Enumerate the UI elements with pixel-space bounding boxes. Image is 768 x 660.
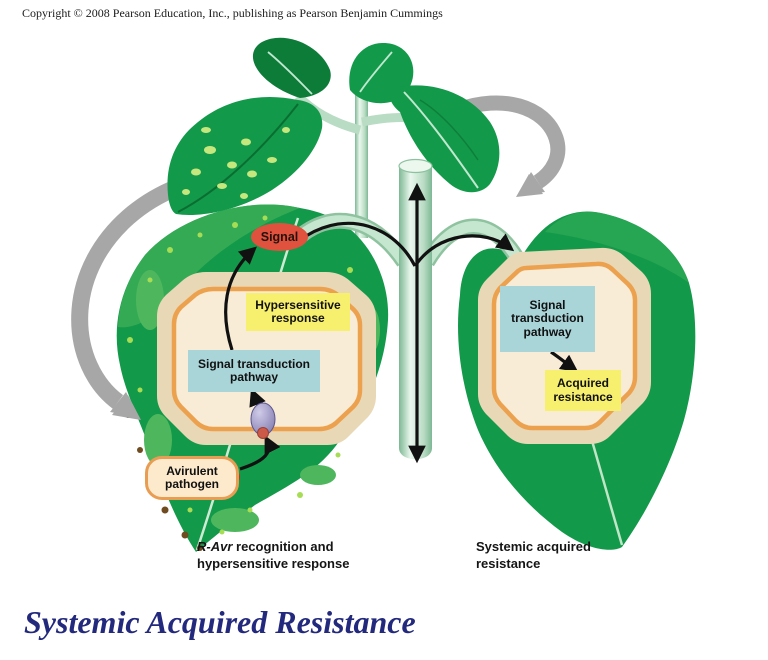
caption-left-line2: hypersensitive response xyxy=(197,555,350,571)
top-leaves-graphic xyxy=(167,37,500,215)
page-title: Systemic Acquired Resistance xyxy=(24,604,416,640)
receptor-icon xyxy=(250,402,276,439)
caption-right: Systemic acquired resistance xyxy=(476,539,656,573)
copyright-text: Copyright © 2008 Pearson Education, Inc.… xyxy=(22,6,443,20)
caption-right-line2: resistance xyxy=(476,555,541,571)
plant-illustration xyxy=(71,37,696,552)
signal-transduction-pathway-right-label: Signal transduction pathway xyxy=(500,286,595,352)
acquired-resistance-label: Acquired resistance xyxy=(545,370,621,411)
hypersensitive-response-label: Hypersensitive response xyxy=(246,293,350,331)
caption-left-line1: R-Avr recognition and xyxy=(197,539,334,554)
signal-label: Signal xyxy=(251,223,308,251)
caption-left: R-Avr recognition and hypersensitive res… xyxy=(197,539,377,573)
signal-path-arrows xyxy=(224,182,579,471)
caption-right-line1: Systemic acquired xyxy=(476,539,591,554)
signal-transduction-pathway-left-label: Signal transduction pathway xyxy=(188,350,320,392)
gray-signal-arrow-right xyxy=(455,95,566,197)
avirulent-pathogen-label: Avirulent pathogen xyxy=(145,456,239,500)
